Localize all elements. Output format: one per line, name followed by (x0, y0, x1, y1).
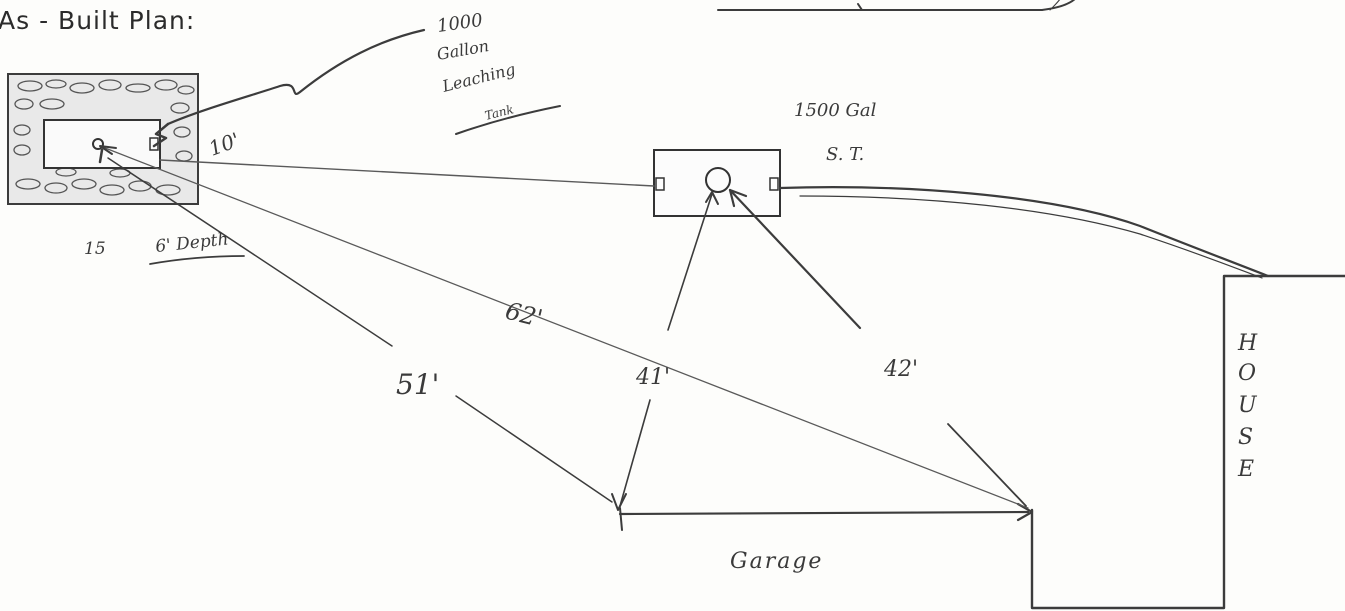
septic-tank-note-line-1: 1500 Gal (794, 100, 877, 121)
leaching-tank-note-line-3: Leaching (439, 59, 517, 96)
leaching-tank-note: 1000 Gallon Leaching Tank (435, 10, 517, 123)
leaching-tank-note-line-2: Gallon (435, 36, 490, 64)
leaching-tank (7, 28, 426, 205)
house-letter-e: E (1237, 457, 1254, 482)
septic-tank (653, 149, 781, 217)
pipe-leach-to-septic (159, 159, 655, 187)
leach-length-label: 15 (84, 239, 106, 259)
measurement-62-label: 62' (503, 297, 546, 333)
septic-tank-note-line-2: S. T. (826, 144, 864, 165)
leach-depth-label: 6' Depth (154, 229, 229, 257)
septic-tank-note: 1500 Gal S. T. (794, 100, 877, 165)
leaching-tank-note-line-4: Tank (483, 102, 515, 123)
leach-width-label: 10' (206, 128, 243, 161)
pipe-septic-to-house (778, 186, 1270, 278)
measurement-51-label: 51' (396, 368, 439, 401)
page-title: As - Built Plan: (0, 6, 196, 35)
top-edge-fragment (717, 0, 1076, 11)
measurement-lines (98, 145, 1029, 511)
garage-line (618, 502, 1034, 531)
house-letter-h: H (1237, 331, 1258, 356)
house-letter-o: O (1238, 361, 1256, 386)
measurement-41-label: 41' (635, 365, 670, 390)
house-label: H O U S E (1237, 331, 1258, 482)
garage-label: Garage (730, 549, 823, 574)
measurement-42-label: 42' (883, 357, 918, 382)
house-letter-s: S (1238, 425, 1253, 450)
house-letter-u: U (1238, 393, 1258, 418)
house-outline (1030, 274, 1345, 610)
leaching-tank-note-line-1: 1000 (436, 10, 484, 37)
